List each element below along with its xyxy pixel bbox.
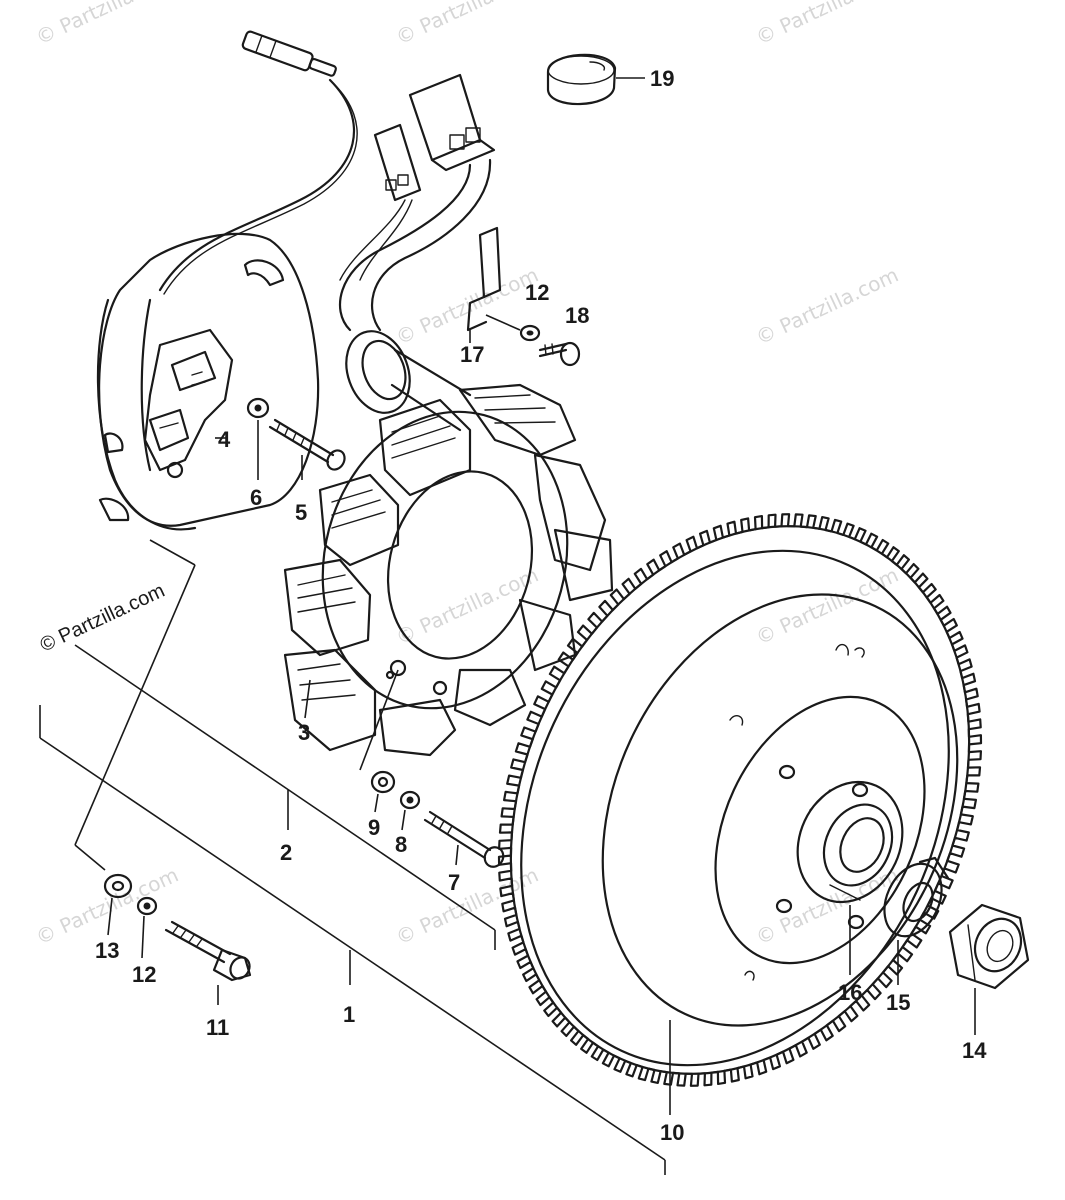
callout-16: 16 xyxy=(838,980,862,1005)
callout-15: 15 xyxy=(886,990,910,1015)
callout-7: 7 xyxy=(448,870,460,895)
cap-part-19 xyxy=(546,53,645,106)
callout-12-lower: 12 xyxy=(132,962,156,987)
coupler-connector-2 xyxy=(373,123,422,202)
watermark-bottom-right: © Partzilla.com xyxy=(752,863,902,950)
callout-9: 9 xyxy=(368,815,380,840)
flywheel-part-10 xyxy=(497,513,983,1115)
washer-part-13 xyxy=(103,873,133,936)
clip-part-17 xyxy=(466,226,521,343)
watermark-dark: © Partzilla.com xyxy=(37,580,168,657)
assembly-brackets xyxy=(39,539,666,1175)
callout-2: 2 xyxy=(280,840,292,865)
screw-part-7 xyxy=(423,810,505,868)
hub-part-16 xyxy=(796,780,904,975)
screw-part-11 xyxy=(164,920,252,1005)
watermark-top-right: © Partzilla.com xyxy=(752,0,902,50)
bullet-connector xyxy=(241,30,337,77)
base-plate-assembly xyxy=(96,232,320,531)
nut-part-14 xyxy=(948,903,1030,1035)
callout-6: 6 xyxy=(250,485,262,510)
callout-11: 11 xyxy=(206,1015,229,1040)
callout-17: 17 xyxy=(460,342,484,367)
callout-5: 5 xyxy=(295,500,307,525)
watermark-top-center: © Partzilla.com xyxy=(392,0,542,50)
callout-8: 8 xyxy=(395,832,407,857)
wire-harness xyxy=(158,30,496,432)
callout-19: 19 xyxy=(650,66,674,91)
watermark-top-left: © Partzilla.com xyxy=(32,0,182,50)
callout-labels: 19 12 18 17 4 6 5 3 2 9 8 7 13 12 11 1 1… xyxy=(95,66,987,1145)
washer-part-9 xyxy=(370,770,396,813)
lock-washer-part-12-lower xyxy=(136,896,158,959)
callout-10: 10 xyxy=(660,1120,684,1145)
callout-13: 13 xyxy=(95,938,119,963)
washer-part-12-upper xyxy=(519,324,541,342)
washer-part-15 xyxy=(883,856,950,985)
screw-part-18 xyxy=(538,341,581,367)
watermark-bottom-left: © Partzilla.com xyxy=(32,863,182,950)
gear-teeth xyxy=(497,513,983,1087)
callout-4: 4 xyxy=(218,427,231,452)
watermark-mid-right: © Partzilla.com xyxy=(752,263,902,350)
lock-washer-part-8 xyxy=(399,790,421,831)
watermark-center-right: © Partzilla.com xyxy=(752,563,902,650)
callout-18: 18 xyxy=(565,303,589,328)
watermark-mid-center: © Partzilla.com xyxy=(392,263,542,350)
callout-12-upper: 12 xyxy=(525,280,549,305)
coupler-connector xyxy=(408,73,496,172)
screw-part-5 xyxy=(268,418,346,480)
callout-3: 3 xyxy=(298,720,310,745)
stator-part-3 xyxy=(283,383,614,771)
callout-1: 1 xyxy=(343,1002,355,1027)
callout-14: 14 xyxy=(962,1038,987,1063)
